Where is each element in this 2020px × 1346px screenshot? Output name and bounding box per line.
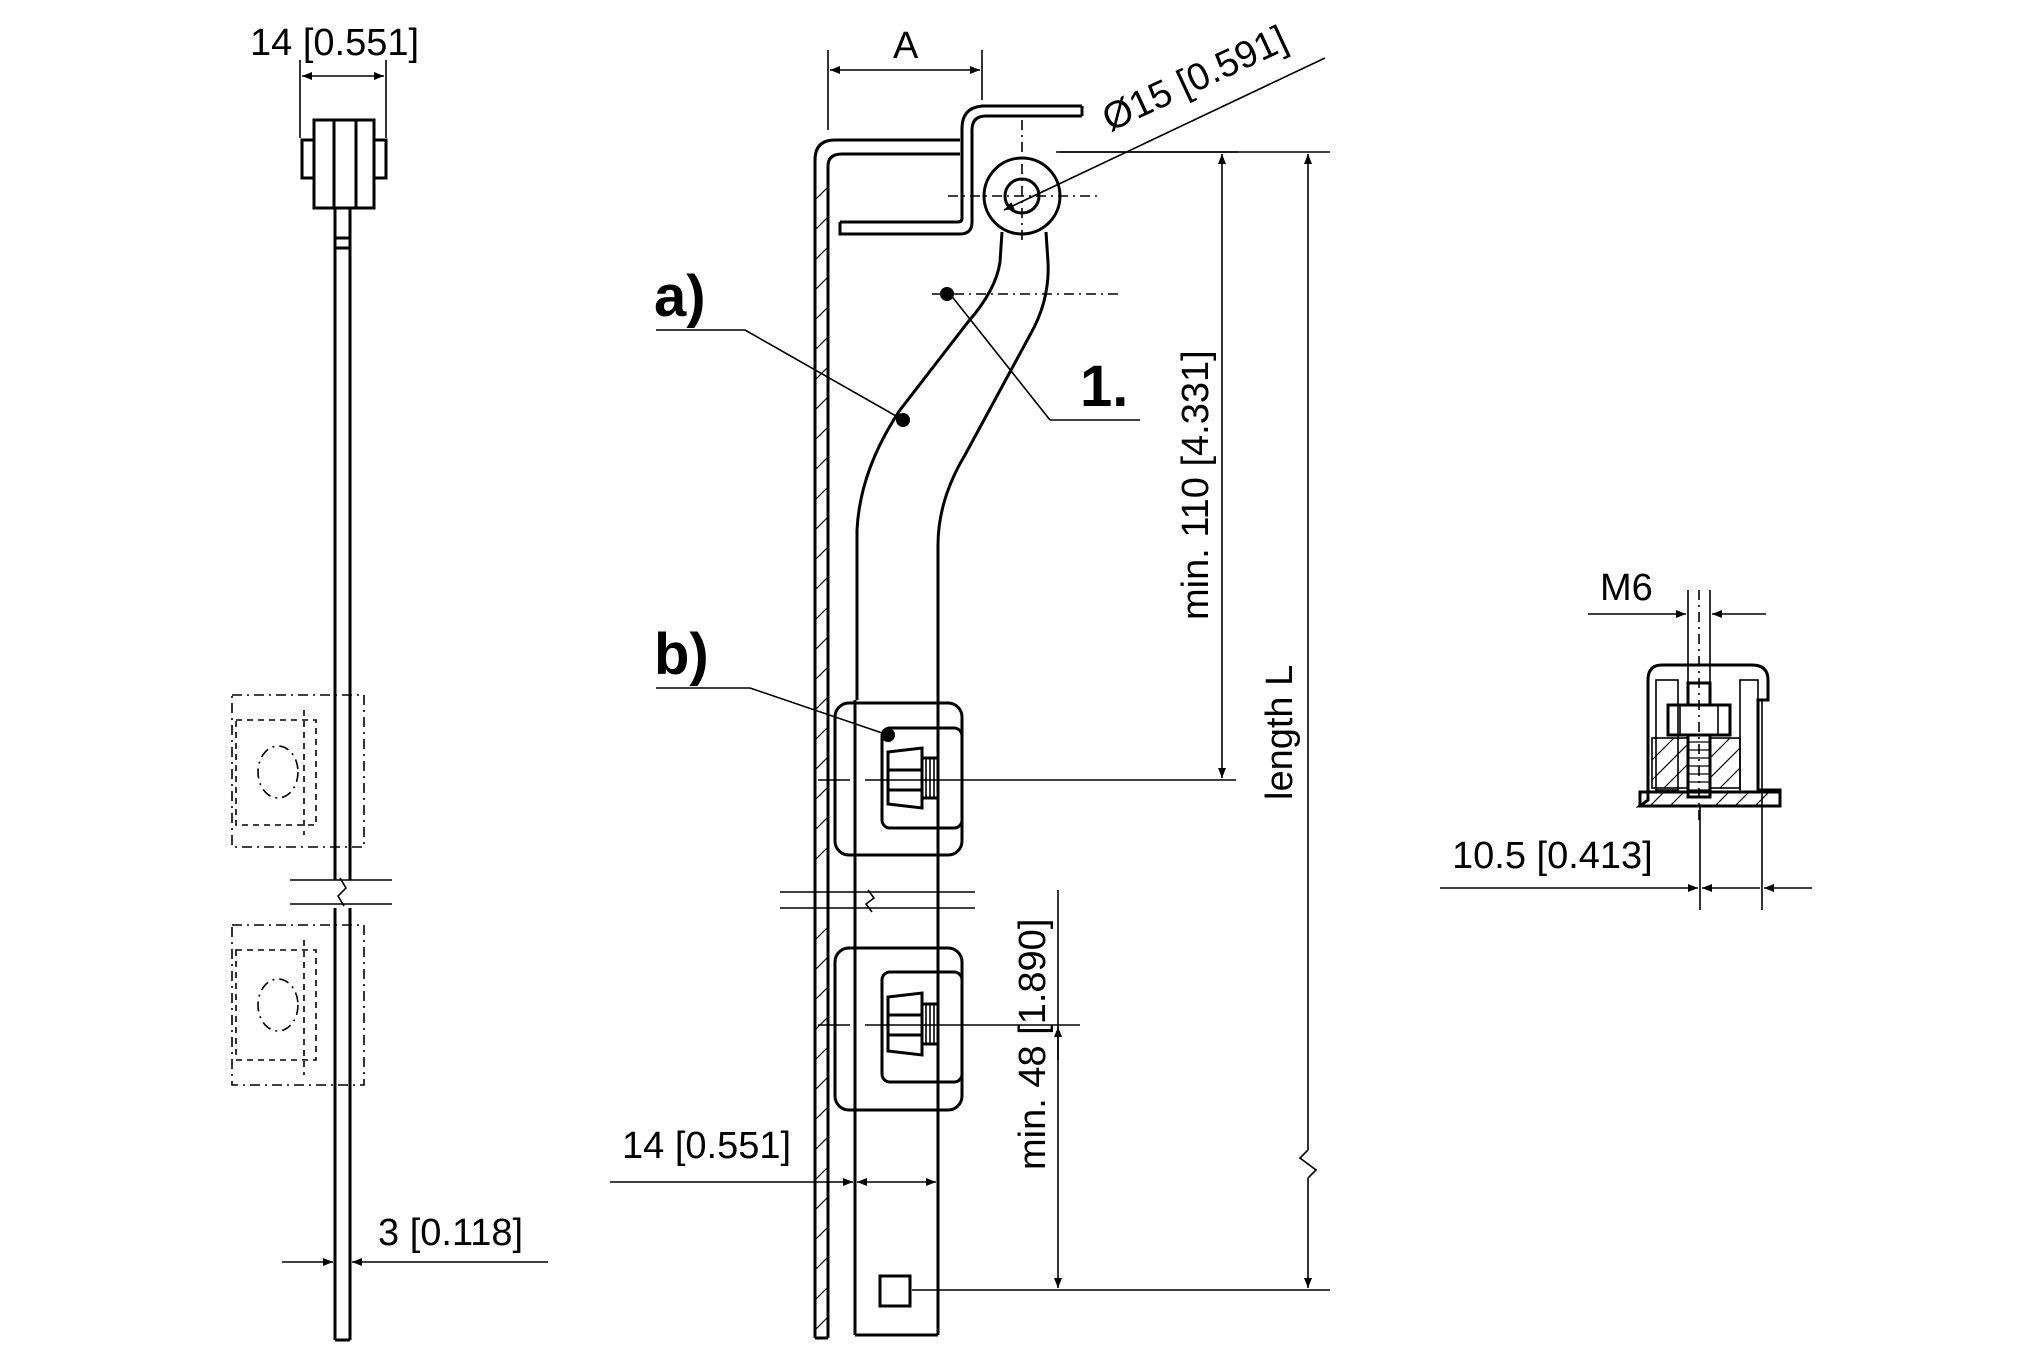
front-width-dimension: 14 [0.551] (622, 1125, 791, 1167)
front-view (610, 50, 1330, 1340)
callout-b-label: b) (654, 622, 709, 687)
length-l-dimension: length L (1259, 665, 1301, 800)
side-width-dimension: 14 [0.551] (250, 22, 419, 64)
min-48-dimension: min. 48 [1.890] (1012, 919, 1054, 1170)
side-thickness-dimension: 3 [0.118] (378, 1212, 523, 1254)
clamp-detail-view (1440, 590, 1812, 910)
frame-hatching (814, 186, 829, 1331)
clamp-width-dimension: 10.5 [0.413] (1452, 835, 1653, 877)
dimension-a-label: A (893, 25, 919, 67)
side-view (231, 60, 548, 1342)
diameter-label: Ø15 [0.591] (1096, 18, 1294, 140)
min-110-dimension: min. 110 [4.331] (1175, 350, 1217, 620)
thread-size-label: M6 (1600, 567, 1653, 609)
callout-a-label: a) (654, 264, 706, 329)
callout-1-label: 1. (1080, 354, 1128, 419)
